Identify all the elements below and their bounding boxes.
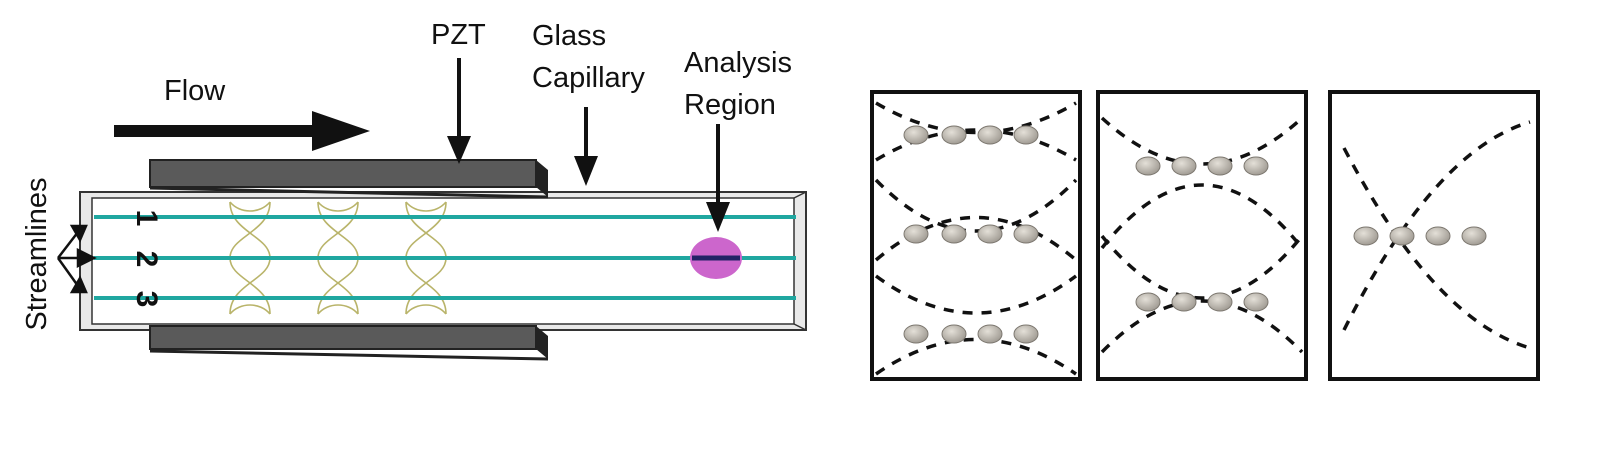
particle [1135,156,1161,176]
pzt-bottom [149,325,549,361]
streamlines-label: Streamlines [21,177,53,330]
flow-arrow [114,111,370,151]
particle [941,324,967,344]
pzt-arrow [447,58,471,164]
flow-label: Flow [164,75,226,107]
particle [1135,292,1161,312]
particle [1353,226,1379,246]
node-panel-3-particles [1353,226,1487,246]
node-panel-1-particles [903,125,1039,344]
particle [941,125,967,145]
particle [903,224,929,244]
particle [1207,156,1233,176]
particle [1171,156,1197,176]
node-panel-3 [1328,90,1540,381]
glass-capillary-arrow [574,107,598,186]
streamlines [94,215,796,300]
node-panels [870,90,1540,381]
streamline-number-3: 3 [130,291,163,308]
glass-capillary-label-line1: Glass [532,20,606,52]
particle [1013,324,1039,344]
streamline-number-2: 2 [130,251,163,268]
analysis-region-arrow [706,124,730,232]
node-panel-2-pressure-lines [1100,116,1304,354]
node-panel-2-particles [1135,156,1269,312]
particle [1243,156,1269,176]
node-panel-1-pressure-lines [874,101,1078,376]
particle [903,125,929,145]
node-panel-2 [1096,90,1308,381]
particle [1243,292,1269,312]
node-panel-3-pressure-lines [1342,120,1531,350]
pzt-top [149,159,549,199]
particle [1425,226,1451,246]
particle [1171,292,1197,312]
capillary-schematic: Flow 1 2 3 [21,19,807,361]
particle [1389,226,1415,246]
particle [1013,125,1039,145]
particle [941,224,967,244]
streamline-inlet-arrows [56,224,97,294]
node-panel-1 [870,90,1082,381]
pzt-label: PZT [431,19,486,51]
streamline-number-1: 1 [130,210,163,227]
particle [977,324,1003,344]
particle [1013,224,1039,244]
particle [977,125,1003,145]
particle [1207,292,1233,312]
glass-capillary-label-line2: Capillary [532,62,645,94]
particle [1461,226,1487,246]
analysis-region-label-line2: Region [684,89,776,121]
particle [903,324,929,344]
particle [977,224,1003,244]
analysis-region-label-line1: Analysis [684,47,792,79]
